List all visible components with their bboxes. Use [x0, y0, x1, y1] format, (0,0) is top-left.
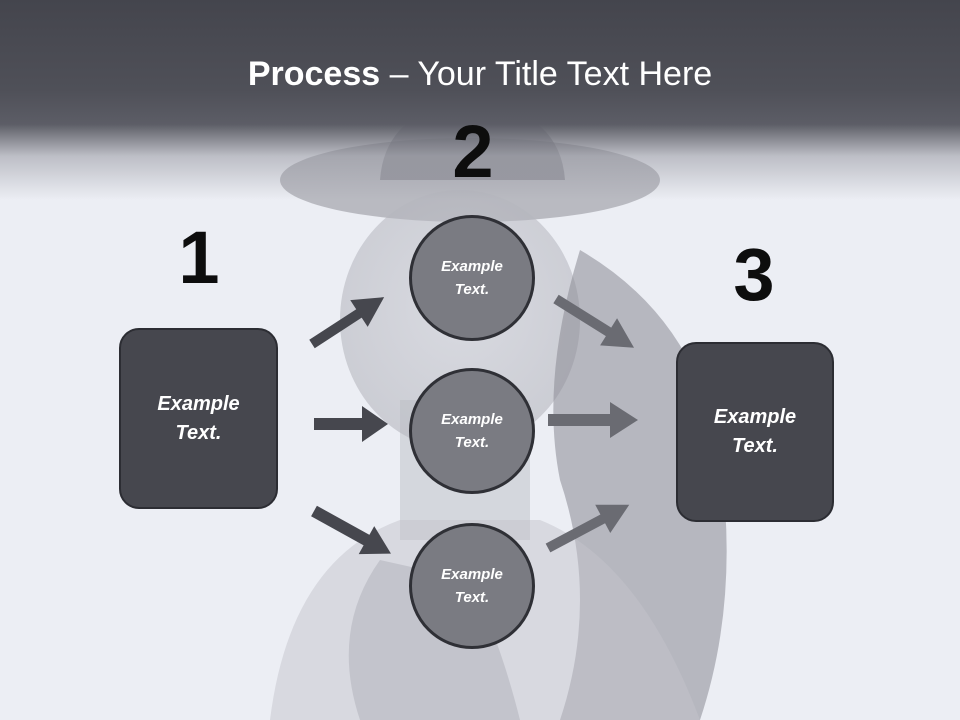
step-3-text: Example Text. [713, 406, 797, 457]
title-bar [0, 0, 960, 200]
title-bold: Process [247, 55, 381, 93]
slide-title: Process – Your Title Text Here [0, 52, 960, 96]
step-number-3: 3 [733, 233, 775, 316]
step-1-box: Example Text. [119, 328, 278, 509]
arrow-icon [548, 402, 638, 438]
step-2-circle-bottom: Example Text. [409, 523, 535, 649]
circle-top-text: Example Text. [441, 258, 503, 298]
step-2-circle-top: Example Text. [409, 215, 535, 341]
arrow-icon [545, 504, 630, 553]
step-3-box: Example Text. [676, 342, 834, 522]
arrow-icon [314, 406, 388, 442]
arrow-icon [311, 505, 391, 555]
arrow-icon [553, 294, 635, 348]
arrow-icon [309, 297, 385, 349]
circle-bottom-text: Example Text. [441, 566, 503, 606]
step-2-circle-middle: Example Text. [409, 368, 535, 494]
circle-middle-text: Example Text. [441, 411, 503, 451]
step-1-text: Example Text. [157, 392, 240, 444]
title-rest: – Your Title Text Here [380, 55, 713, 93]
step-number-1: 1 [178, 216, 220, 299]
step-number-2: 2 [452, 110, 494, 193]
